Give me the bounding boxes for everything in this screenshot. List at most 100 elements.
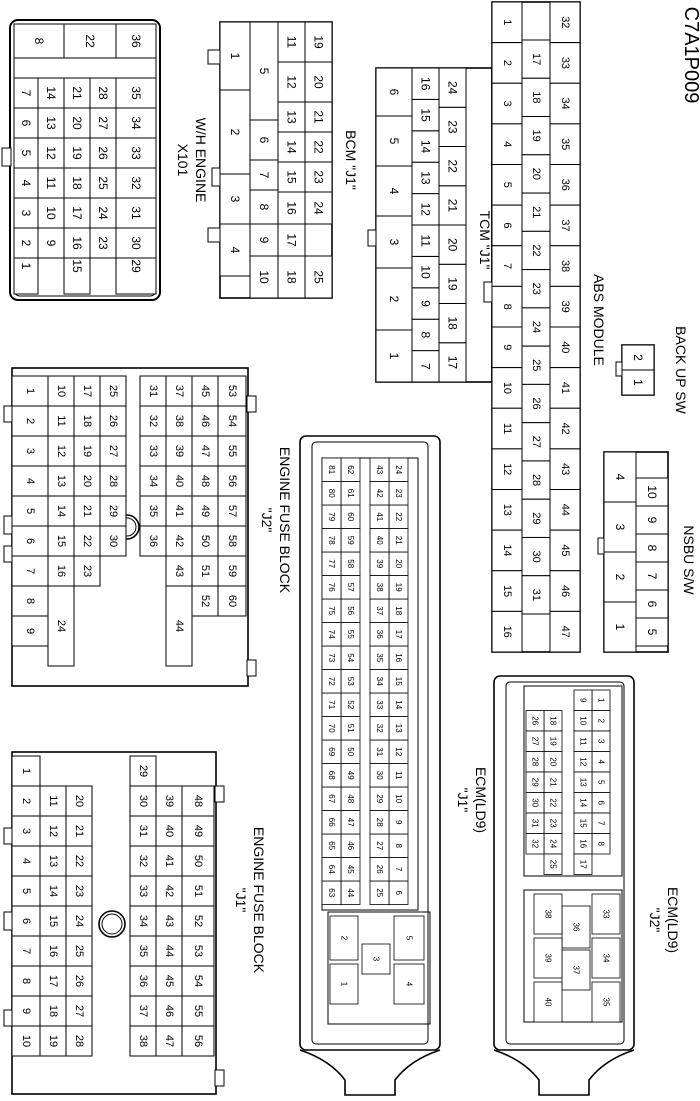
ecm_j1-pin-number: 66: [327, 818, 336, 827]
ecm_j2-pin-number: 1: [597, 698, 606, 703]
ecm_j2-pin-cell: [533, 893, 563, 935]
efb_j1-pin-number: 50: [192, 855, 204, 867]
bcm-pin-number: 7: [257, 172, 271, 179]
abs-pin-number: 13: [501, 504, 513, 516]
efb_j1-pin-number: 8: [20, 978, 32, 984]
abs-pin-number: 20: [530, 168, 542, 180]
ecm_j2-pin-number: 15: [579, 819, 588, 828]
efb_j2-pin-number: 20: [81, 475, 93, 487]
efb_j2-pin-number: 23: [81, 565, 93, 577]
ecm_j1-pin-number: 8: [394, 844, 403, 849]
efb_j1-pin-number: 53: [192, 945, 204, 957]
ecm-j2-label-line2: ECM(LD9): [665, 887, 681, 953]
ecm_j1-pin-number: 24: [394, 465, 403, 474]
x101-pin-number: 26: [96, 146, 110, 160]
ecm_j2-pin-number: 4: [597, 760, 606, 765]
bcm-pin-cell: [277, 191, 306, 225]
bcm-pin-number: 11: [285, 36, 299, 49]
efb_j1-pin-number: 43: [163, 915, 175, 927]
ecm_j2-pin-number: 22: [549, 798, 558, 807]
ecm_j1-pin-cell: [361, 943, 391, 975]
ecm_j1-pin-number: 7: [394, 867, 403, 872]
tcm-pin-number: 24: [446, 81, 460, 95]
efb_j2-pin-cell: [165, 585, 193, 667]
ecm_j2-pin-cell: [543, 853, 563, 875]
nsbu-pin-number: 5: [645, 629, 659, 636]
nsbu-pin-number: 10: [645, 485, 659, 499]
ecm_j1-pin-number: 45: [346, 865, 355, 874]
abs-pin-number: 36: [559, 179, 571, 191]
efb_j2-pin-number: 4: [24, 478, 36, 484]
abs-pin-cell: [491, 489, 523, 531]
abs-pin-number: 26: [530, 397, 542, 409]
efb_j1-pin-number: 38: [137, 1035, 149, 1047]
efb_j2-pin-number: 38: [173, 415, 185, 427]
bcm-pin-number: 15: [285, 170, 299, 184]
x101-pin-number: 8: [32, 38, 46, 45]
bcm-pin-cell: [249, 223, 279, 257]
efb_j1-pin-cell: [155, 845, 183, 877]
abs-pin-number: 21: [530, 206, 542, 218]
ecm_j2-pin-number: 26: [531, 716, 540, 725]
abs-pin-cell: [521, 422, 551, 462]
x101-pin-number: 12: [44, 146, 58, 160]
efb_j2-pin-cell: [217, 435, 247, 467]
efb_j2-pin-cell: [165, 525, 193, 557]
efb_j2-pin-cell: [47, 375, 75, 407]
abs-pin-number: 44: [559, 504, 571, 516]
x101-label-line2: W/H ENGINE: [193, 118, 209, 203]
abs-pin-number: 19: [530, 130, 542, 142]
efb_j1-pin-cell: [155, 815, 183, 847]
abs-pin-number: 11: [501, 423, 513, 434]
nsbu-pin-cell: [603, 551, 637, 603]
efb_j2-pin-number: 54: [226, 415, 238, 427]
efb_j1-pin-number: 56: [192, 1035, 204, 1047]
efb_j2-pin-number: 42: [173, 535, 185, 547]
tcm-pin-number: 1: [387, 353, 401, 360]
bcm-pin-cell: [304, 131, 333, 163]
ecm_j1-pin-number: 40: [375, 536, 384, 545]
nsbu-pin-cell: [603, 451, 637, 503]
abs-module-connector: 1234567891011121314151617181920212223242…: [483, 1, 581, 653]
abs-pin-cell: [491, 448, 523, 490]
x101-pin-number: 22: [83, 34, 97, 48]
abs-pin-number: 24: [530, 321, 542, 333]
efb_j2-pin-number: 48: [199, 475, 211, 487]
efb_j2-pin-cell: [191, 375, 219, 407]
x101-pin-number: 14: [44, 86, 58, 100]
abs-pin-number: 17: [530, 53, 542, 65]
abs-pin-number: 43: [559, 463, 571, 475]
ecm_j2-pin-number: 33: [602, 910, 611, 919]
efb_j1-pin-number: 11: [47, 795, 59, 806]
efb_j2-pin-cell: [165, 495, 193, 527]
ecm_j1-pin-cell: [321, 457, 342, 482]
nsbu-pin-number: 4: [613, 474, 627, 481]
abs-pin-number: 16: [501, 626, 513, 638]
ecm_j1-pin-number: 36: [375, 630, 384, 639]
efb_j1-pin-number: 18: [47, 1005, 59, 1017]
efb_j1-pin-number: 23: [73, 885, 85, 897]
ecm_j1-pin-number: 11: [394, 771, 403, 780]
ecm_j2-pin-number: 16: [579, 839, 588, 848]
abs-pin-cell: [549, 123, 581, 165]
backup-pin-cell: [621, 344, 655, 371]
x101-pin-number: 18: [70, 176, 84, 190]
efb_j1-pin-number: 32: [137, 855, 149, 867]
ecm_j2-pin-number: 39: [544, 954, 553, 963]
tcm-pin-number: 9: [419, 300, 433, 307]
ecm_j1-pin-number: 50: [346, 747, 355, 756]
bcm-pin-number: 12: [285, 75, 299, 89]
ecm_j1-pin-number: 77: [327, 559, 336, 568]
efb_j2-pin-number: 1: [24, 388, 36, 394]
x101-pin-number: 34: [129, 116, 143, 130]
bcm-pin-number: 24: [312, 201, 326, 215]
efb_j1-pin-cell: [181, 1025, 215, 1057]
tcm-pin-cell: [438, 67, 467, 108]
ecm_j1-pin-number: 70: [327, 724, 336, 733]
efb-j1-label-line1: "J1": [233, 888, 249, 913]
abs-pin-cell: [549, 407, 581, 450]
efb_j2-pin-number: 28: [107, 475, 119, 487]
efb_j2-pin-cell: [217, 405, 247, 437]
tcm-pin-cell: [411, 193, 440, 226]
